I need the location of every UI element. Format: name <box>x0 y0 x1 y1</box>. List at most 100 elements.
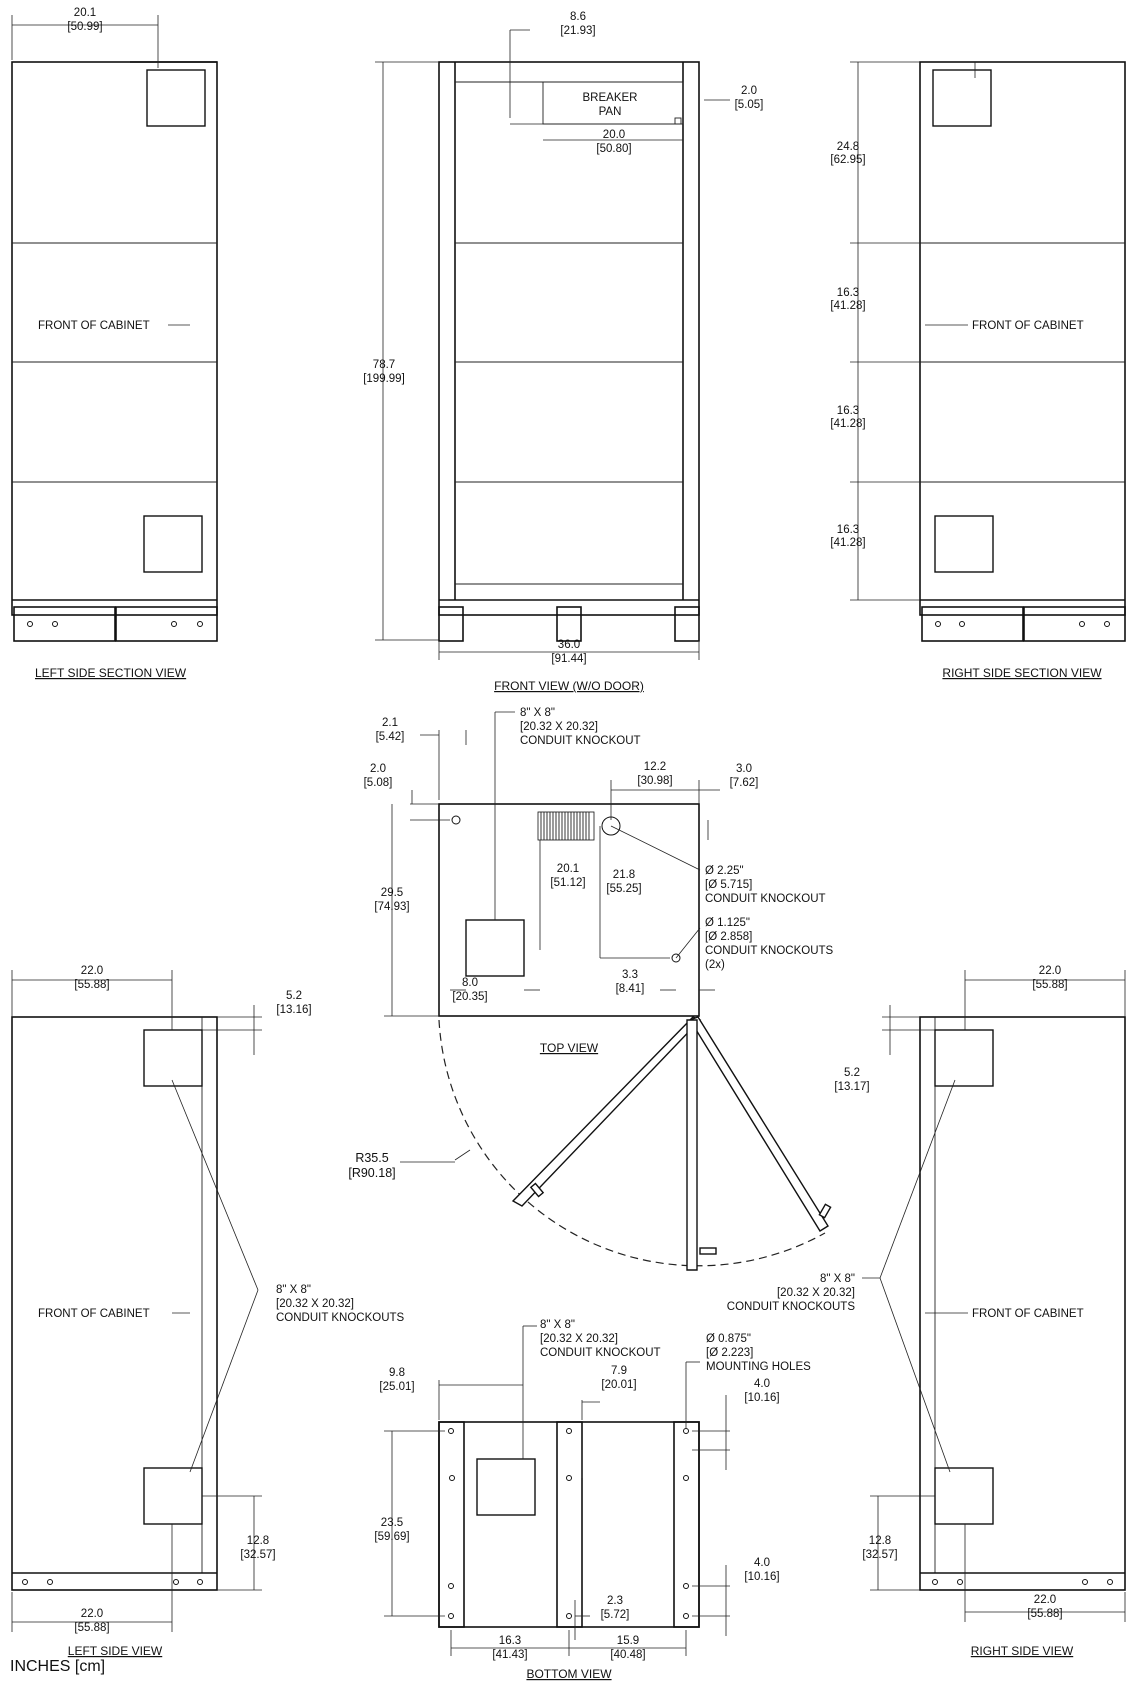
front-dim-20-0-cm: [50.80] <box>596 143 631 155</box>
top-view: 2.1 [5.42] 8" X 8" [20.32 X 20.32] CONDU… <box>348 707 834 1271</box>
top-dia-1125-a: Ø 1.125" <box>705 917 750 929</box>
front-dim-2-0-in: 2.0 <box>741 85 757 97</box>
right-side-front-label: FRONT OF CABINET <box>972 1308 1084 1320</box>
right-section-dim3-in: 16.3 <box>837 405 859 417</box>
top-knockout-desc: CONDUIT KNOCKOUT <box>520 735 641 747</box>
bottom-knockout-cm: [20.32 X 20.32] <box>540 1333 618 1345</box>
top-dia-1125-b: [Ø 2.858] <box>705 931 752 943</box>
top-dia-1125-c: CONDUIT KNOCKOUTS <box>705 945 834 957</box>
top-dim-8-0-cm: [20.35] <box>452 991 487 1003</box>
left-section-title: LEFT SIDE SECTION VIEW <box>35 666 187 680</box>
bottom-holes-cm: [Ø 2.223] <box>706 1347 753 1359</box>
front-width-cm: [91.44] <box>551 653 586 665</box>
front-dim-8-6-cm: [21.93] <box>560 25 595 37</box>
bottom-dim-23-5-in: 23.5 <box>381 1517 403 1529</box>
top-knockout-size: 8" X 8" <box>520 707 555 719</box>
top-knockout-cm: [20.32 X 20.32] <box>520 721 598 733</box>
left-section-width-cm: [50.99] <box>67 21 102 33</box>
top-dim-3-3-cm: [8.41] <box>616 983 645 995</box>
right-side-knockout-size: 8" X 8" <box>820 1273 855 1285</box>
door-panels <box>511 1016 832 1271</box>
bottom-dim-4-0b-cm: [10.16] <box>744 1571 779 1583</box>
top-dim-2-0-cm: [5.08] <box>364 777 393 789</box>
left-side-top-in: 22.0 <box>81 965 103 977</box>
right-side-section-view: 24.8 [62.95] 16.3 [41.28] 16.3 [41.28] 1… <box>830 61 1126 680</box>
left-side-12-8-in: 12.8 <box>247 1535 269 1547</box>
door-swing-arc <box>438 1019 826 1267</box>
front-height-in: 78.7 <box>373 359 395 371</box>
right-side-top-cm: [55.88] <box>1032 979 1067 991</box>
front-height-cm: [199.99] <box>363 373 405 385</box>
left-side-5-2-cm: [13.16] <box>276 1004 311 1016</box>
front-width-in: 36.0 <box>558 639 580 651</box>
left-section-width-in: 20.1 <box>74 7 96 19</box>
bottom-dim-4-0a-cm: [10.16] <box>744 1392 779 1404</box>
front-dim-20-0-in: 20.0 <box>603 129 625 141</box>
top-dia-225-b: [Ø 5.715] <box>705 879 752 891</box>
right-section-dim2-in: 16.3 <box>837 287 859 299</box>
bottom-dim-16-3-in: 16.3 <box>499 1635 521 1647</box>
top-dim-2-1-cm: [5.42] <box>376 731 405 743</box>
right-section-front-label: FRONT OF CABINET <box>972 320 1084 332</box>
units-label: INCHES [cm] <box>10 1658 106 1675</box>
top-dim-20-1-cm: [51.12] <box>550 877 585 889</box>
vent-grille <box>537 811 595 841</box>
top-dim-12-2-cm: [30.98] <box>637 775 672 787</box>
bottom-view: 8" X 8" [20.32 X 20.32] CONDUIT KNOCKOUT… <box>374 1319 811 1681</box>
top-dim-20-1-in: 20.1 <box>557 863 579 875</box>
left-side-section-view: 20.1 [50.99] FRONT OF CABINET LEFT SIDE … <box>11 7 218 680</box>
top-dim-29-5-in: 29.5 <box>381 887 403 899</box>
left-side-12-8-cm: [32.57] <box>240 1549 275 1561</box>
bottom-dim-2-3-cm: [5.72] <box>601 1609 630 1621</box>
breaker-label-1: BREAKER <box>583 92 638 104</box>
right-side-knockout-cm: [20.32 X 20.32] <box>777 1287 855 1299</box>
top-dim-3-3-in: 3.3 <box>622 969 638 981</box>
left-side-title: LEFT SIDE VIEW <box>68 1644 163 1658</box>
left-side-knockout-desc: CONDUIT KNOCKOUTS <box>276 1312 405 1324</box>
right-side-top-in: 22.0 <box>1039 965 1061 977</box>
top-dim-8-0-in: 8.0 <box>462 977 478 989</box>
bottom-dim-23-5-cm: [59.69] <box>374 1531 409 1543</box>
top-dim-2-1-in: 2.1 <box>382 717 398 729</box>
bottom-dim-2-3-in: 2.3 <box>607 1595 623 1607</box>
right-section-dim3-cm: [41.28] <box>830 418 865 430</box>
radius-in: R35.5 <box>355 1151 388 1165</box>
bottom-knockout-desc: CONDUIT KNOCKOUT <box>540 1347 661 1359</box>
top-dia-225-c: CONDUIT KNOCKOUT <box>705 893 826 905</box>
right-section-dim4-in: 16.3 <box>837 524 859 536</box>
radius-cm: [R90.18] <box>348 1166 395 1180</box>
right-side-12-8-in: 12.8 <box>869 1535 891 1547</box>
top-dim-29-5-cm: [74.93] <box>374 901 409 913</box>
bottom-dim-7-9-cm: [20.01] <box>601 1379 636 1391</box>
top-dia-1125-d: (2x) <box>705 959 725 971</box>
right-section-dim1-in: 24.8 <box>837 141 859 153</box>
bottom-dim-15-9-cm: [40.48] <box>610 1649 645 1661</box>
top-dim-2-0-in: 2.0 <box>370 763 386 775</box>
left-section-front-label: FRONT OF CABINET <box>38 320 150 332</box>
front-view-title: FRONT VIEW (W/O DOOR) <box>494 679 644 693</box>
bottom-dim-15-9-in: 15.9 <box>617 1635 639 1647</box>
top-dia-225-a: Ø 2.25" <box>705 865 744 877</box>
right-section-title: RIGHT SIDE SECTION VIEW <box>942 666 1102 680</box>
bottom-dim-4-0a-in: 4.0 <box>754 1378 770 1390</box>
left-side-front-label: FRONT OF CABINET <box>38 1308 150 1320</box>
top-dim-3-0-in: 3.0 <box>736 763 752 775</box>
bottom-knockout-size: 8" X 8" <box>540 1319 575 1331</box>
bottom-dim-9-8-cm: [25.01] <box>379 1381 414 1393</box>
front-view: BREAKER PAN 8.6 [21.93] 2.0 [5.05] 20.0 … <box>363 11 763 693</box>
left-side-top-cm: [55.88] <box>74 979 109 991</box>
right-side-bottom-in: 22.0 <box>1034 1594 1056 1606</box>
bottom-dim-16-3-cm: [41.43] <box>492 1649 527 1661</box>
left-side-knockout-size: 8" X 8" <box>276 1284 311 1296</box>
right-side-knockout-desc: CONDUIT KNOCKOUTS <box>727 1301 856 1313</box>
top-dim-3-0-cm: [7.62] <box>730 777 759 789</box>
bottom-holes-dia: Ø 0.875" <box>706 1333 751 1345</box>
top-dim-21-8-cm: [55.25] <box>606 883 641 895</box>
top-view-title: TOP VIEW <box>540 1041 599 1055</box>
front-dim-2-0-cm: [5.05] <box>735 99 764 111</box>
right-section-dim1-cm: [62.95] <box>830 154 865 166</box>
top-dim-12-2-in: 12.2 <box>644 761 666 773</box>
bottom-holes-desc: MOUNTING HOLES <box>706 1361 811 1373</box>
front-dim-8-6-in: 8.6 <box>570 11 586 23</box>
